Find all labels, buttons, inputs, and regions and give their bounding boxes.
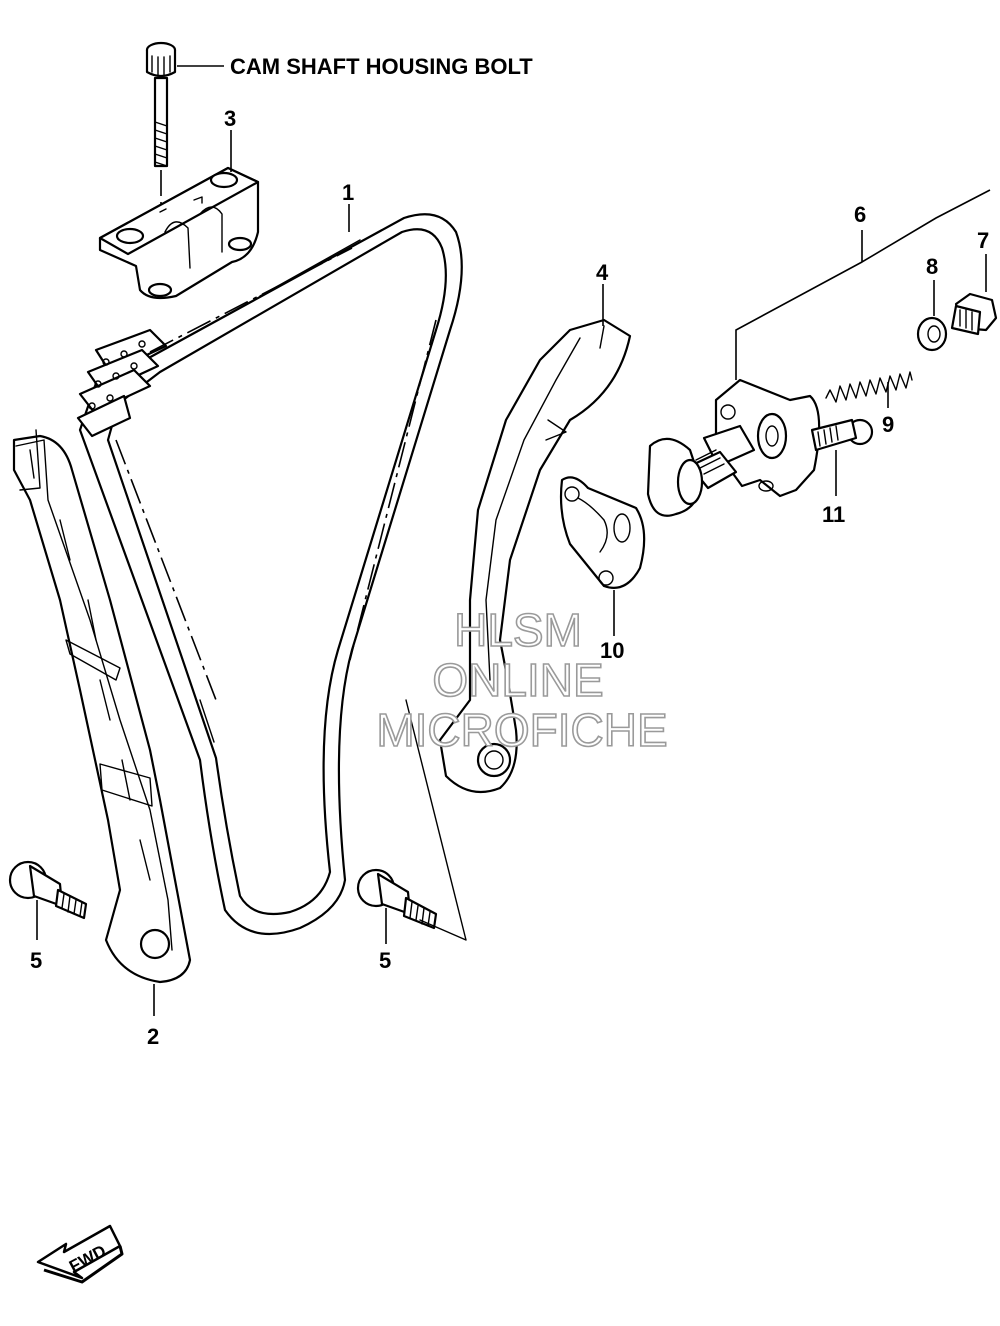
callout-5-left: 5 — [30, 948, 42, 973]
callout-3: 3 — [224, 106, 236, 131]
tensioner-bolt — [810, 418, 874, 452]
tensioner-plug — [950, 292, 998, 336]
callout-5-right: 5 — [379, 948, 391, 973]
chain-tensioner — [646, 378, 821, 517]
cam-chain — [76, 213, 463, 936]
watermark-line-3: MICROFICHE — [376, 704, 667, 756]
watermark-line-2: ONLINE — [432, 654, 603, 706]
callout-1: 1 — [342, 180, 354, 205]
callout-4: 4 — [596, 260, 609, 285]
fwd-arrow-icon: FWD — [36, 1224, 124, 1284]
callout-7: 7 — [977, 228, 989, 253]
tensioner-leader — [735, 189, 991, 380]
guide-bolt-right — [356, 699, 467, 941]
callout-11: 11 — [822, 502, 845, 527]
callout-9: 9 — [882, 412, 894, 437]
tensioner-gasket — [559, 476, 646, 589]
guide-bolt-left — [8, 860, 88, 920]
cam-shaft-housing-bolt-label: CAM SHAFT HOUSING BOLT — [230, 54, 533, 79]
cam-shaft-housing — [98, 166, 260, 300]
chain-guide-left — [12, 429, 192, 984]
tensioner-washer — [916, 316, 948, 352]
chain-guide-right — [438, 318, 632, 794]
watermark: HLSM ONLINE MICROFICHE — [376, 603, 669, 757]
callout-6: 6 — [854, 202, 866, 227]
watermark-line-1: HLSM — [454, 604, 582, 656]
callout-2: 2 — [147, 1024, 159, 1049]
tensioner-spring — [825, 371, 913, 403]
callout-8: 8 — [926, 254, 938, 279]
callout-10: 10 — [600, 638, 624, 663]
